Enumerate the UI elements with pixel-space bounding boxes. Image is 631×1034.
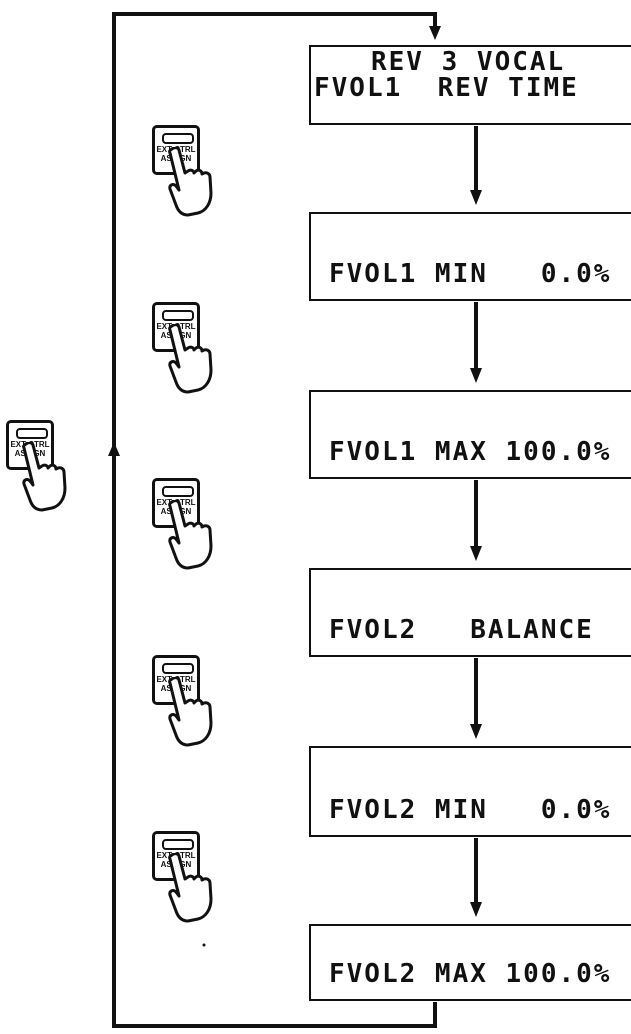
stray-dot [202,943,206,947]
led-indicator-icon [162,133,194,144]
lcd-display-4: FVOL2 BALANCE [309,568,631,657]
led-indicator-icon [162,310,194,321]
lcd-display-5: FVOL2 MIN 0.0% [309,746,631,837]
loop-arrowhead-left [108,442,120,456]
lcd-display-6-text: FVOL2 MAX 100.0% [329,959,612,989]
flow-arrowhead-1 [470,190,482,205]
flow-arrowhead-3 [470,546,482,561]
led-indicator-icon [16,428,48,439]
ext-ctrl-assign-key-loop[interactable]: EXT CTRLASSIGN [6,420,70,512]
loop-back-line [112,12,437,1028]
flow-arrowhead-2 [470,368,482,383]
pressing-hand-icon [168,147,213,217]
ext-ctrl-assign-key-4[interactable]: EXT CTRLASSIGN [152,655,216,747]
ext-ctrl-assign-key-5[interactable]: EXT CTRLASSIGN [152,831,216,923]
led-indicator-icon [162,839,194,850]
lcd-display-1: REV 3 VOCAL FVOL1 REV TIME [309,45,631,125]
lcd-display-5-text: FVOL2 MIN 0.0% [329,795,612,825]
led-indicator-icon [162,663,194,674]
flow-arrowhead-4 [470,724,482,739]
ext-ctrl-assign-key-1[interactable]: EXT CTRLASSIGN [152,125,216,217]
lcd-display-6: FVOL2 MAX 100.0% [309,924,631,1001]
led-indicator-icon [162,486,194,497]
ext-ctrl-assign-key-2[interactable]: EXT CTRLASSIGN [152,302,216,394]
loop-arrowhead-top [429,26,441,40]
lcd-display-3: FVOL1 MAX 100.0% [309,390,631,479]
pressing-hand-icon [168,500,213,570]
lcd-display-2: FVOL1 MIN 0.0% [309,212,631,301]
lcd-display-1-line2: FVOL1 REV TIME [314,73,579,103]
lcd-display-1-line1: REV 3 VOCAL [371,47,566,77]
lcd-display-4-text: FVOL2 BALANCE [329,615,594,645]
lcd-display-2-text: FVOL1 MIN 0.0% [329,259,612,289]
lcd-display-3-text: FVOL1 MAX 100.0% [329,437,612,467]
pressing-hand-icon [168,853,213,923]
ext-ctrl-assign-key-3[interactable]: EXT CTRLASSIGN [152,478,216,570]
flow-arrowhead-5 [470,902,482,917]
pressing-hand-icon [168,324,213,394]
pressing-hand-icon [22,442,67,512]
pressing-hand-icon [168,677,213,747]
